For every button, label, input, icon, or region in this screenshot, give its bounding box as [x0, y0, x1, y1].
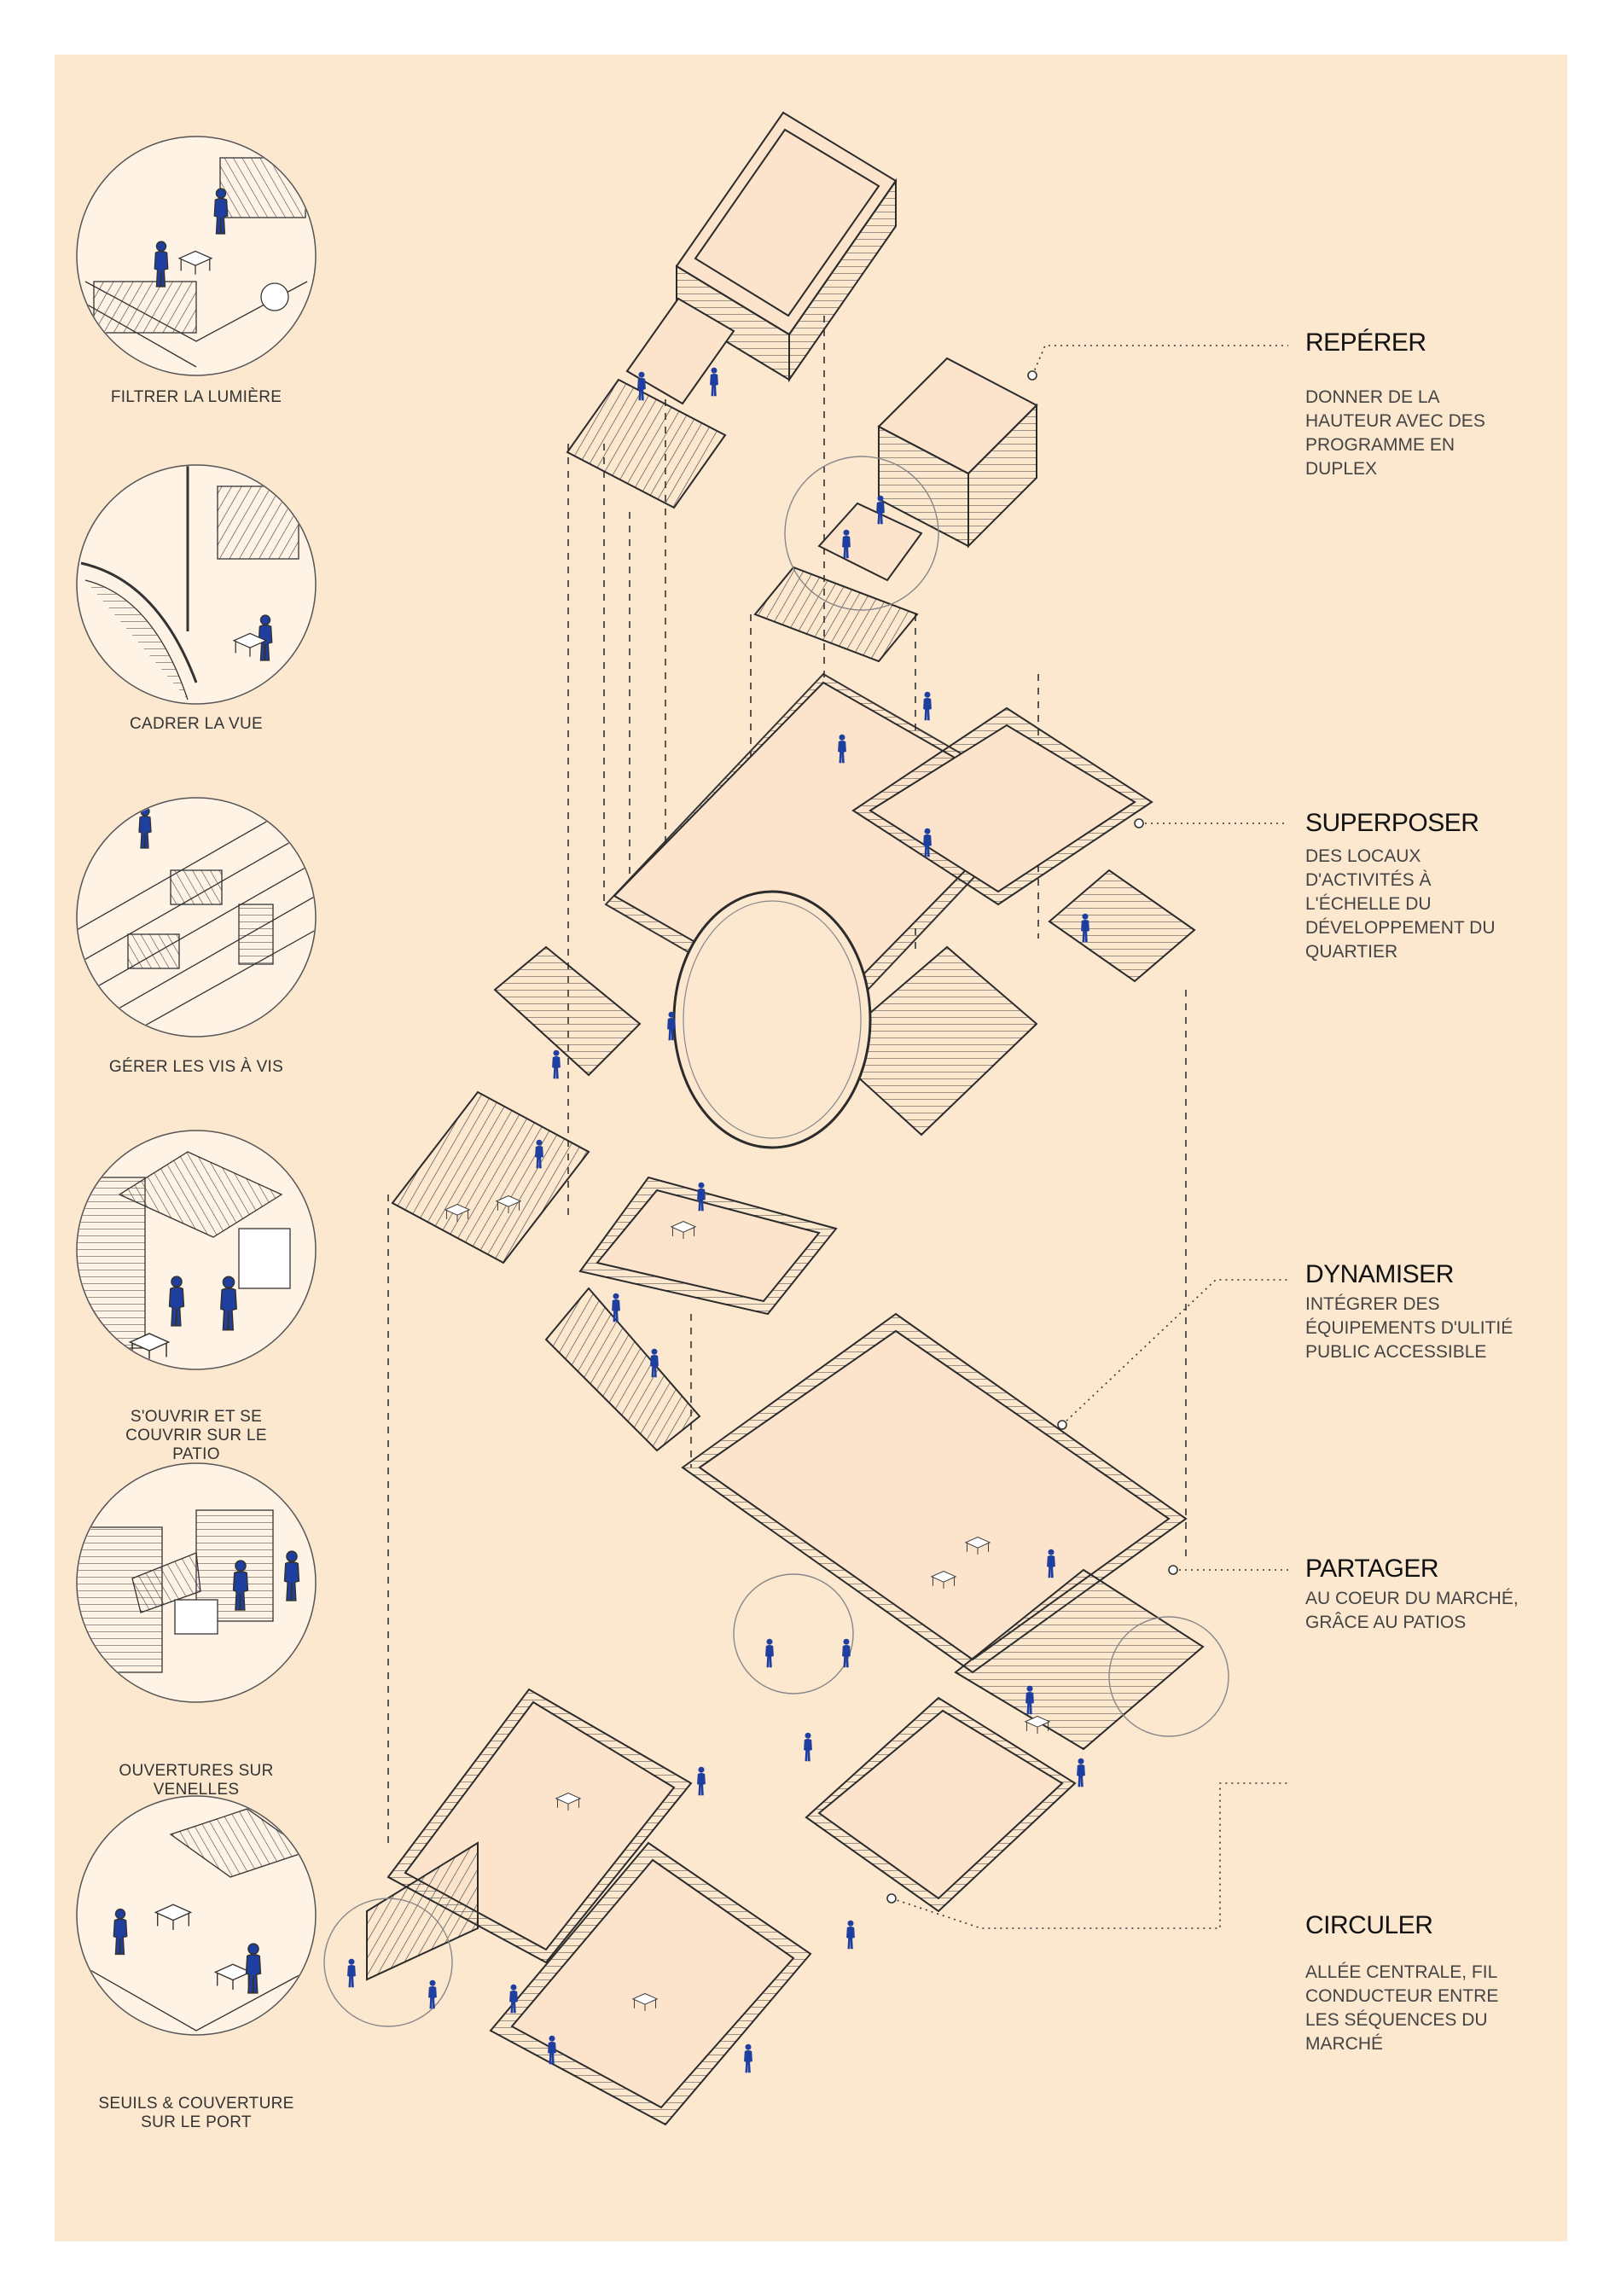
- caption-seuils: SEUILS & COUVERTURE SUR LE PORT: [98, 2095, 294, 2131]
- caption-cadrer: CADRER LA VUE: [130, 715, 263, 733]
- projection-lines: [387, 316, 1187, 1843]
- caption-ouvrir: S'OUVRIR ET SE COUVRIR SUR LE PATIO: [125, 1408, 267, 1463]
- level-activities: [391, 672, 1196, 1452]
- tower-top: [566, 111, 898, 509]
- caption-filtrer: FILTRER LA LUMIÈRE: [110, 388, 282, 406]
- annotation-title-circuler: CIRCULER: [1305, 1911, 1433, 1939]
- annotation-desc-reperer: DONNER DE LA HAUTEUR AVEC DES PROGRAMME …: [1305, 387, 1485, 479]
- level-market: [323, 1312, 1229, 2126]
- vignette-sketches: [78, 157, 315, 2032]
- annotation-desc-superposer: DES LOCAUX D'ACTIVITÉS À L'ÉCHELLE DU DÉ…: [1305, 846, 1496, 962]
- annotation-title-superposer: SUPERPOSER: [1305, 809, 1479, 837]
- annotation-desc-partager: AU COEUR DU MARCHÉ, GRÂCE AU PATIOS: [1305, 1589, 1519, 1632]
- annotation-leaders: [891, 345, 1288, 1929]
- caption-venelles: OUVERTURES SUR VENELLES: [119, 1762, 274, 1799]
- annotation-desc-circuler: ALLÉE CENTRALE, FIL CONDUCTEUR ENTRE LES…: [1305, 1962, 1499, 2054]
- annotation-markers: [886, 370, 1178, 1904]
- caption-vis: GÉRER LES VIS À VIS: [108, 1058, 284, 1076]
- annotation-title-partager: PARTAGER: [1305, 1555, 1439, 1583]
- annotation-title-dynamiser: DYNAMISER: [1305, 1260, 1454, 1288]
- vignette-vis: [76, 797, 317, 1038]
- annotation-desc-dynamiser: INTÉGRER DES ÉQUIPEMENTS D'ULITIÉ PUBLIC…: [1305, 1294, 1514, 1362]
- annotation-title-reperer: REPÉRER: [1305, 328, 1426, 357]
- tower-second: [753, 357, 1038, 663]
- vignette-circles: [76, 136, 317, 2036]
